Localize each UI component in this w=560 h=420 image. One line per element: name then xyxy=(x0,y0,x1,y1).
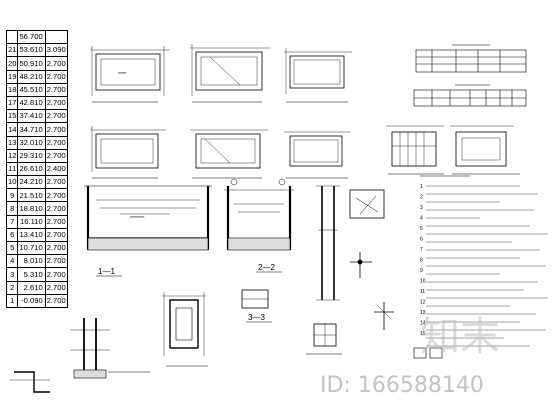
note-number: 13 xyxy=(420,310,426,316)
note-number: 5 xyxy=(420,226,423,232)
plan-view-5 xyxy=(190,129,268,179)
stair-plan-right xyxy=(450,125,520,175)
plan-view-6 xyxy=(284,131,350,179)
schedule-table-mid xyxy=(413,84,527,107)
column-detail xyxy=(241,289,269,309)
section-label-3-3: 3—3 xyxy=(248,313,265,322)
watermark-id: ID: 166588140 xyxy=(320,373,484,398)
opening-detail xyxy=(162,292,208,367)
svg-text:═════: ═════ xyxy=(129,214,144,219)
elevation-cell: 50.910 xyxy=(17,56,46,71)
note-number: 8 xyxy=(420,258,423,264)
general-notes-block xyxy=(420,175,548,347)
stair-plan-left xyxy=(386,125,444,175)
watermark-logo: 知末 xyxy=(420,314,500,360)
wall-detail-section xyxy=(316,185,340,301)
wall-footing-detail xyxy=(70,318,150,379)
section-label-1-1: 1—1 xyxy=(98,267,115,276)
floor-cell: 8 xyxy=(5,201,19,216)
floor-cell: 1 xyxy=(5,293,19,308)
note-number: 4 xyxy=(420,216,423,222)
elevation-cell: 42.810 xyxy=(17,95,46,111)
height-cell: 2.700 xyxy=(44,95,68,111)
section-1-1: ═════ xyxy=(84,185,212,251)
elevation-cell: -0.090 xyxy=(17,293,46,308)
note-number: 15 xyxy=(420,331,426,337)
elevation-cell: 37.410 xyxy=(17,109,46,124)
floor-cell: 20 xyxy=(5,56,19,71)
note-number: 3 xyxy=(420,205,423,211)
elevation-cell: 45.510 xyxy=(17,82,46,97)
corner-detail xyxy=(10,371,50,393)
rebar-detail xyxy=(349,189,385,219)
floor-cell: 6 xyxy=(5,227,19,243)
elevation-cell: 48.210 xyxy=(17,69,46,84)
note-number: 7 xyxy=(420,247,423,253)
node-detail-2 xyxy=(374,302,394,330)
floor-cell: 17 xyxy=(5,95,19,111)
height-cell: 2.700 xyxy=(44,82,68,97)
floor-cell: 13 xyxy=(5,135,19,150)
note-number: 14 xyxy=(420,321,426,327)
elevation-cell: 10.710 xyxy=(17,240,46,256)
plan-view-2 xyxy=(190,44,270,103)
note-number: 1 xyxy=(420,184,423,190)
note-number: 12 xyxy=(420,300,426,306)
height-cell: 2.700 xyxy=(44,56,68,71)
title-block-marks xyxy=(413,347,443,359)
height-cell: 2.700 xyxy=(44,69,68,84)
watermark-logo-text: 知末 xyxy=(420,314,500,360)
plan-view-1: ═══ xyxy=(90,46,170,103)
floor-cell: 15 xyxy=(5,109,19,124)
node-detail-3 xyxy=(306,323,342,355)
section-label-2-2: 2—2 xyxy=(258,263,275,272)
node-detail-1 xyxy=(350,252,372,278)
plan-view-4 xyxy=(90,126,166,179)
elevation-cell: 34.710 xyxy=(17,122,46,137)
note-number: 2 xyxy=(420,195,423,201)
plan-view-3 xyxy=(284,48,352,103)
schedule-table-top xyxy=(415,44,527,73)
note-number: 9 xyxy=(420,268,423,274)
table-row: 56.700 xyxy=(5,29,68,45)
height-cell: 2.700 xyxy=(44,293,68,308)
floor-cell: 18 xyxy=(5,82,19,97)
height-cell: 2.700 xyxy=(44,254,68,269)
note-number: 6 xyxy=(420,237,423,243)
floor-cell: 19 xyxy=(5,69,19,84)
svg-text:═══: ═══ xyxy=(117,70,127,75)
elevation-cell: 18.810 xyxy=(17,201,46,216)
height-cell: 2.700 xyxy=(44,109,68,124)
note-number: 10 xyxy=(420,279,426,285)
section-2-2 xyxy=(224,178,294,251)
note-number: 11 xyxy=(420,289,425,295)
